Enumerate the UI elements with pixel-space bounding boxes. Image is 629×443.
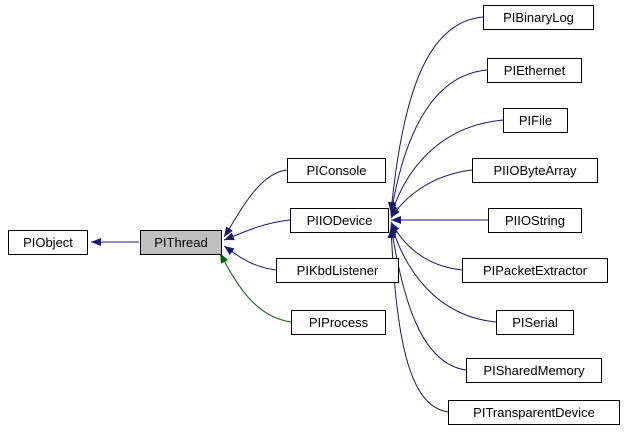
- class-node-pipacketextractor[interactable]: PIPacketExtractor: [462, 258, 608, 283]
- class-node-pisharedmemory[interactable]: PISharedMemory: [466, 358, 602, 383]
- class-node-label: PISharedMemory: [483, 363, 585, 378]
- class-node-piconsole[interactable]: PIConsole: [287, 158, 386, 183]
- class-node-piethernet[interactable]: PIEthernet: [487, 58, 582, 83]
- class-node-label: PIIODevice: [306, 213, 373, 228]
- class-node-label: PIProcess: [308, 315, 369, 330]
- edge-piiobytearray-piiodevice: [390, 169, 473, 219]
- class-node-piiobytearray[interactable]: PIIOByteArray: [472, 158, 598, 183]
- class-node-pifile[interactable]: PIFile: [503, 108, 568, 133]
- edge-pipacketextractor-piiodevice: [390, 221, 463, 271]
- class-node-pibinarylog[interactable]: PIBinaryLog: [483, 5, 594, 30]
- class-node-piprocess[interactable]: PIProcess: [291, 310, 386, 335]
- class-node-label: PIBinaryLog: [503, 10, 574, 25]
- class-node-piserial[interactable]: PISerial: [496, 310, 574, 335]
- class-node-label: PISerial: [512, 315, 558, 330]
- edge-pikbdlistener-pithread: [223, 245, 277, 271]
- class-node-piobject[interactable]: PIObject: [8, 230, 88, 255]
- edge-pifile-piiodevice: [390, 119, 504, 217]
- class-node-label: PIFile: [518, 113, 553, 128]
- edge-piconsole-pithread: [223, 169, 288, 238]
- class-node-label: PIIOString: [505, 213, 565, 228]
- class-node-label: PITransparentDevice: [473, 405, 595, 420]
- edge-piserial-piiodevice: [390, 223, 497, 323]
- edge-piprocess-pithread: [219, 252, 292, 323]
- class-node-piiodevice[interactable]: PIIODevice: [290, 208, 389, 233]
- class-node-pikbdlistener[interactable]: PIKbdListener: [276, 258, 399, 283]
- edge-pitransparentdevice-piiodevice: [387, 227, 449, 413]
- class-node-piiostring[interactable]: PIIOString: [488, 208, 582, 233]
- class-node-label: PIThread: [154, 235, 208, 250]
- edge-piethernet-piiodevice: [388, 69, 488, 215]
- class-node-label: PIIOByteArray: [493, 163, 577, 178]
- class-node-label: PIObject: [23, 235, 73, 250]
- edge-pisharedmemory-piiodevice: [388, 225, 467, 371]
- class-node-label: PIConsole: [306, 163, 367, 178]
- edge-pibinarylog-piiodevice: [387, 16, 484, 213]
- class-node-label: PIEthernet: [503, 63, 566, 78]
- class-node-pithread: PIThread: [140, 230, 222, 255]
- class-node-label: PIKbdListener: [296, 263, 379, 278]
- class-node-label: PIPacketExtractor: [482, 263, 588, 278]
- class-node-pitransparentdevice[interactable]: PITransparentDevice: [448, 400, 620, 425]
- edge-piiodevice-pithread: [223, 219, 291, 241]
